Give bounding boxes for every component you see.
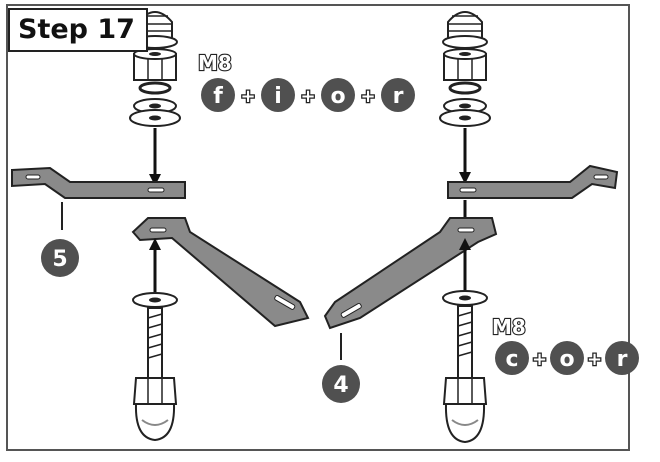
part-badge-c: [495, 341, 529, 375]
plus-sign: +: [532, 349, 547, 370]
part-letter-i: i: [274, 84, 282, 109]
plus-sign: +: [360, 86, 375, 107]
part-number-5: 5: [52, 247, 67, 272]
part-badge-r: [605, 341, 639, 375]
part-badge-i: [261, 78, 295, 112]
part-number-4: 4: [333, 373, 348, 398]
cable-gland-icon: [442, 11, 488, 49]
parts-list-right: c + o + r: [495, 341, 639, 375]
part-letter-r: r: [617, 347, 628, 372]
spring-washer-icon: [448, 81, 482, 95]
spring-washer-icon: [138, 81, 172, 95]
part-number-badge-5: 5: [41, 239, 79, 277]
bracket-5: [11, 166, 186, 199]
plus-sign: +: [240, 86, 255, 107]
part-badge-o: [321, 78, 355, 112]
bracket-4: [323, 217, 498, 330]
instruction-frame: [6, 4, 630, 451]
size-label-right: M8: [492, 315, 526, 339]
size-label-left: M8: [198, 51, 232, 75]
part-letter-r: r: [393, 84, 404, 109]
part-letter-o: o: [559, 347, 574, 372]
plus-sign: +: [587, 349, 602, 370]
flat-washer-icon: [443, 98, 487, 114]
hex-bolt-icon: [442, 290, 488, 444]
part-letter-c: c: [505, 347, 518, 372]
hex-nut-icon: [133, 48, 177, 81]
part-letter-f: f: [213, 84, 223, 109]
part-badge-f: [201, 78, 235, 112]
step-title: Step 17: [8, 8, 148, 52]
large-washer-icon: [439, 109, 491, 127]
large-washer-icon: [129, 109, 181, 127]
part-badge-r: [381, 78, 415, 112]
plus-sign: +: [300, 86, 315, 107]
part-badge-o: [550, 341, 584, 375]
hex-nut-icon: [443, 48, 487, 81]
parts-list-left: f + i + o + r: [201, 78, 415, 112]
hex-bolt-icon: [132, 292, 178, 442]
part-number-badge-4: 4: [322, 365, 360, 403]
bracket-upper-right: [447, 164, 619, 199]
part-letter-o: o: [330, 84, 345, 109]
